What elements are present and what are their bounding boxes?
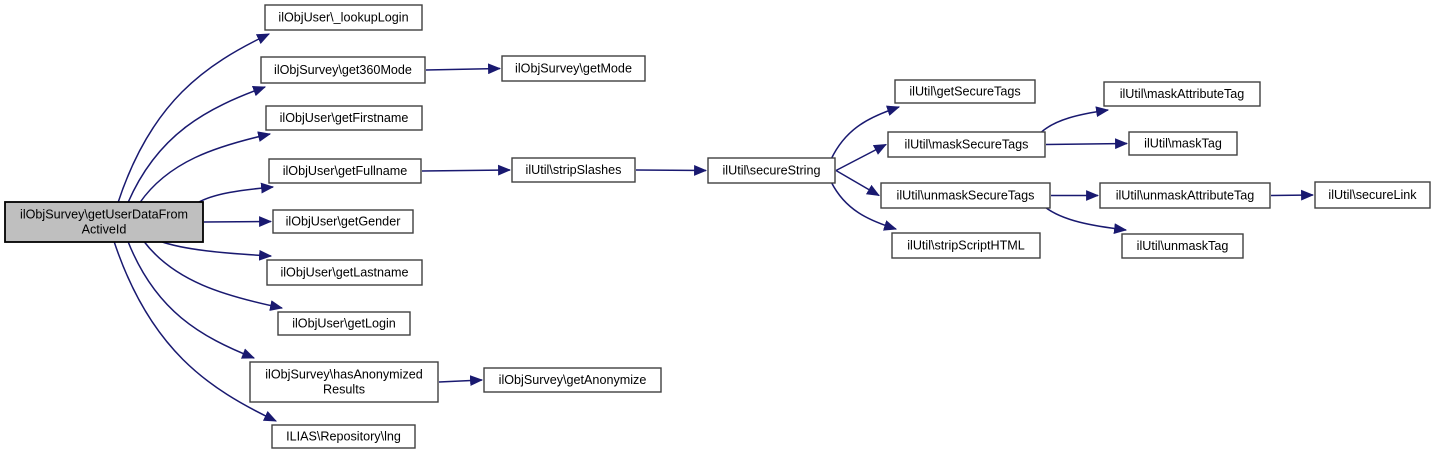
node-box-getLastname[interactable] <box>266 259 423 286</box>
node-label-unmaskTag: ilUtil\unmaskTag <box>1137 239 1229 253</box>
node-box-getSecureTags[interactable] <box>894 79 1036 104</box>
node-box-maskAttributeTag[interactable] <box>1103 81 1261 107</box>
node-box-maskTag[interactable] <box>1128 131 1238 156</box>
edge-unmaskSecureTags-unmaskTag <box>1044 206 1128 234</box>
node-label-getFirstname: ilObjUser\getFirstname <box>280 111 409 125</box>
node-box-getFirstname[interactable] <box>265 105 423 131</box>
node-label-unmaskAttributeTag: ilUtil\unmaskAttributeTag <box>1116 189 1255 203</box>
node-box-stripScriptHTML[interactable] <box>891 232 1041 259</box>
node-box-getAnonymize[interactable] <box>483 367 662 393</box>
edge-secureString-maskSecureTags <box>835 143 887 172</box>
node-label-getFullname: ilObjUser\getFullname <box>283 164 408 178</box>
edge-main-get360Mode <box>127 85 267 204</box>
node-box-getGender[interactable] <box>272 209 414 234</box>
node-secureString[interactable]: ilUtil\secureString <box>707 157 836 184</box>
node-box-lng[interactable] <box>271 424 416 449</box>
node-label-getLogin: ilObjUser\getLogin <box>292 317 396 331</box>
edge-main-getFirstname <box>138 131 272 204</box>
edge-main-lng <box>113 240 277 422</box>
node-box-unmaskSecureTags[interactable] <box>880 182 1051 209</box>
edge-secureString-unmaskSecureTags <box>835 169 880 197</box>
node-stripSlashes[interactable]: ilUtil\stripSlashes <box>511 157 636 183</box>
edge-main-getLastname <box>159 240 273 261</box>
edge-stripSlashes-secureString <box>635 164 708 176</box>
node-maskAttributeTag[interactable]: ilUtil\maskAttributeTag <box>1103 81 1261 107</box>
node-label-getLastname: ilObjUser\getLastname <box>280 266 408 280</box>
node-label-getAnonymize: ilObjSurvey\getAnonymize <box>499 373 647 387</box>
node-box-secureString[interactable] <box>707 157 836 184</box>
node-box-getLogin[interactable] <box>277 311 411 336</box>
node-box-stripSlashes[interactable] <box>511 157 636 183</box>
node-label-hasAnonymizedResults-line2: Results <box>323 383 365 397</box>
node-label-stripSlashes: ilUtil\stripSlashes <box>526 163 622 177</box>
node-label-unmaskSecureTags: ilUtil\unmaskSecureTags <box>897 189 1035 203</box>
node-label-stripScriptHTML: ilUtil\stripScriptHTML <box>907 239 1025 253</box>
node-getSecureTags[interactable]: ilUtil\getSecureTags <box>894 79 1036 104</box>
node-box-getFullname[interactable] <box>268 158 422 184</box>
node-label-get360Mode: ilObjSurvey\get360Mode <box>274 63 412 77</box>
edge-main-lookupLogin <box>117 33 270 204</box>
node-box-maskSecureTags[interactable] <box>887 131 1046 158</box>
node-label-getGender: ilObjUser\getGender <box>286 215 401 229</box>
node-maskSecureTags[interactable]: ilUtil\maskSecureTags <box>887 131 1046 158</box>
node-getLastname[interactable]: ilObjUser\getLastname <box>266 259 423 286</box>
edge-secureString-getSecureTags <box>830 105 901 160</box>
node-label-getMode: ilObjSurvey\getMode <box>515 62 632 76</box>
node-label-maskTag: ilUtil\maskTag <box>1144 137 1222 151</box>
node-getGender[interactable]: ilObjUser\getGender <box>272 209 414 234</box>
node-get360Mode[interactable]: ilObjSurvey\get360Mode <box>260 56 426 84</box>
node-label-secureString: ilUtil\secureString <box>723 164 821 178</box>
node-label-hasAnonymizedResults-line1: ilObjSurvey\hasAnonymized <box>265 368 423 382</box>
edge-getFullname-stripSlashes <box>421 164 512 176</box>
edge-maskSecureTags-maskTag <box>1045 138 1129 150</box>
node-label-getSecureTags: ilUtil\getSecureTags <box>909 85 1020 99</box>
edge-maskSecureTags-maskAttributeTag <box>1039 106 1110 134</box>
node-getMode[interactable]: ilObjSurvey\getMode <box>501 55 646 82</box>
edge-main-hasAnonymizedResults <box>127 240 256 359</box>
node-label-lng: ILIAS\Repository\lng <box>286 430 401 444</box>
edge-hasAnonymizedResults-getAnonymize <box>438 375 484 386</box>
node-secureLink[interactable]: ilUtil\secureLink <box>1314 181 1431 209</box>
node-box-main <box>4 201 204 243</box>
node-box-unmaskAttributeTag[interactable] <box>1099 182 1271 209</box>
edge-main-getLogin <box>143 240 284 311</box>
node-box-get360Mode[interactable] <box>260 56 426 84</box>
node-box-hasAnonymizedResults[interactable] <box>249 361 439 403</box>
node-getFullname[interactable]: ilObjUser\getFullname <box>268 158 422 184</box>
edge-secureString-stripScriptHTML <box>830 181 898 231</box>
node-label-maskSecureTags: ilUtil\maskSecureTags <box>905 138 1029 152</box>
node-stripScriptHTML[interactable]: ilUtil\stripScriptHTML <box>891 232 1041 259</box>
node-box-lookupLogin[interactable] <box>264 4 423 31</box>
node-label-main-line2: ActiveId <box>82 223 127 237</box>
node-getLogin[interactable]: ilObjUser\getLogin <box>277 311 411 336</box>
node-box-unmaskTag[interactable] <box>1121 233 1244 259</box>
node-label-secureLink: ilUtil\secureLink <box>1328 188 1417 202</box>
node-label-main-line1: ilObjSurvey\getUserDataFrom <box>20 208 188 222</box>
node-maskTag[interactable]: ilUtil\maskTag <box>1128 131 1238 156</box>
node-getAnonymize[interactable]: ilObjSurvey\getAnonymize <box>483 367 662 393</box>
node-unmaskTag[interactable]: ilUtil\unmaskTag <box>1121 233 1244 259</box>
node-lng[interactable]: ILIAS\Repository\lng <box>271 424 416 449</box>
edge-main-getFullname <box>196 182 275 204</box>
node-getFirstname[interactable]: ilObjUser\getFirstname <box>265 105 423 131</box>
node-label-maskAttributeTag: ilUtil\maskAttributeTag <box>1120 87 1245 101</box>
node-box-getMode[interactable] <box>501 55 646 82</box>
edge-unmaskAttributeTag-secureLink <box>1270 189 1315 201</box>
node-lookupLogin[interactable]: ilObjUser\_lookupLogin <box>264 4 423 31</box>
edge-main-getGender <box>203 216 273 228</box>
node-unmaskSecureTags[interactable]: ilUtil\unmaskSecureTags <box>880 182 1051 209</box>
node-box-secureLink[interactable] <box>1314 181 1431 209</box>
node-unmaskAttributeTag[interactable]: ilUtil\unmaskAttributeTag <box>1099 182 1271 209</box>
node-label-lookupLogin: ilObjUser\_lookupLogin <box>278 11 408 25</box>
edge-get360Mode-getMode <box>425 63 502 75</box>
